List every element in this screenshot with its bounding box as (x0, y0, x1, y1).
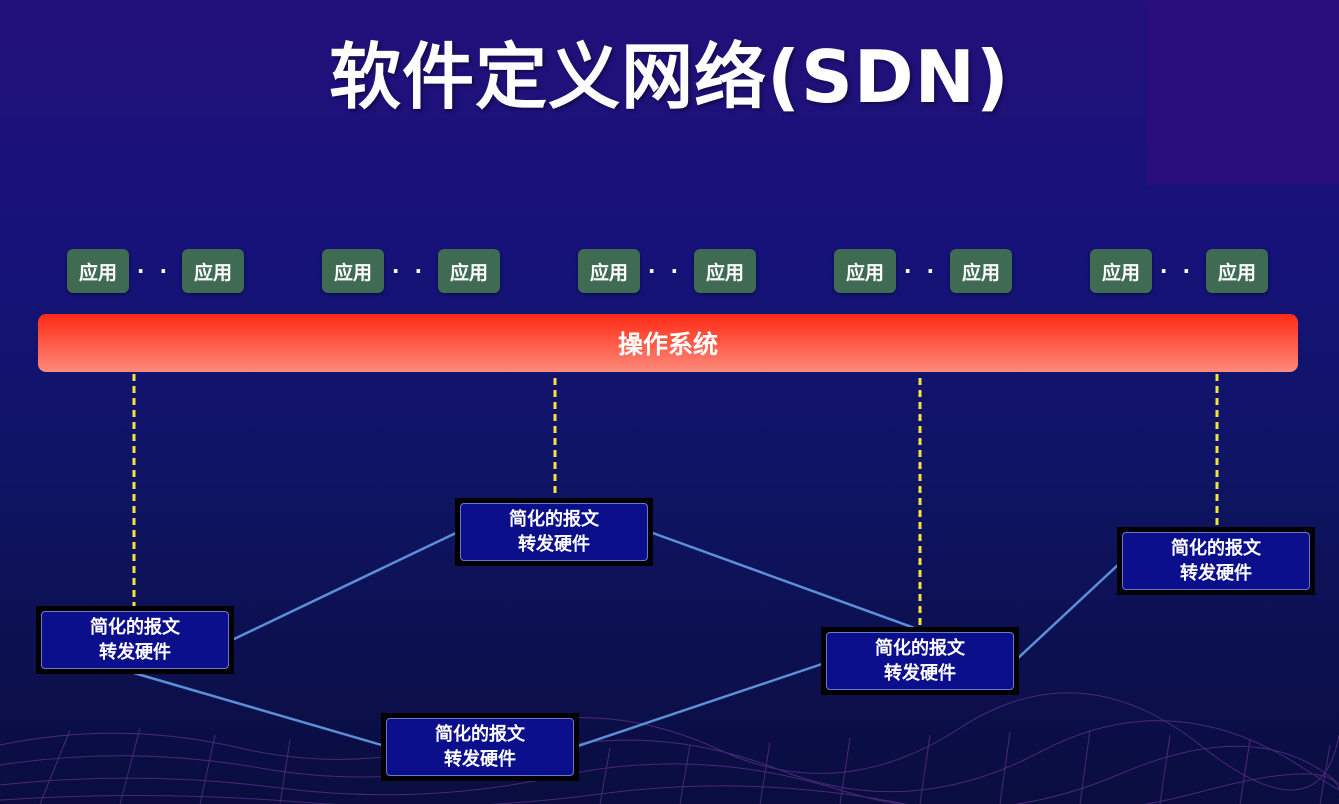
forwarding-hardware-node: 简化的报文 转发硬件 (455, 498, 653, 566)
hardware-label-line1: 简化的报文 (509, 509, 599, 530)
app-box: 应用 (578, 249, 640, 293)
hardware-label-line1: 简化的报文 (1171, 538, 1261, 559)
ellipsis: · · (1159, 259, 1195, 283)
hardware-label-line2: 转发硬件 (884, 663, 956, 684)
slide-title: 软件定义网络(SDN) (329, 35, 1010, 119)
data-link-4 (577, 661, 826, 748)
app-box: 应用 (322, 249, 384, 293)
data-link-2 (649, 530, 921, 632)
app-box: 应用 (834, 249, 896, 293)
ellipsis: · · (903, 259, 939, 283)
forwarding-hardware-node: 简化的报文 转发硬件 (36, 606, 234, 674)
hardware-label-line1: 简化的报文 (90, 617, 180, 638)
app-box: 应用 (694, 249, 756, 293)
app-box: 应用 (438, 249, 500, 293)
ellipsis: · · (136, 259, 172, 283)
operating-system-label: 操作系统 (617, 330, 718, 359)
control-links (132, 374, 1219, 630)
hardware-label-line2: 转发硬件 (1180, 563, 1252, 584)
data-link-3 (133, 671, 386, 748)
data-link-1 (231, 530, 459, 642)
app-box: 应用 (182, 249, 244, 293)
app-box: 应用 (67, 249, 129, 293)
operating-system-bar: 操作系统 (38, 314, 1298, 372)
forwarding-hardware-node: 简化的报文 转发硬件 (821, 627, 1019, 695)
data-links (133, 530, 1121, 748)
corner-decoration (1147, 0, 1339, 185)
wireframe-terrain (0, 692, 1339, 804)
ellipsis: · · (391, 259, 427, 283)
ellipsis: · · (647, 259, 683, 283)
hardware-label-line1: 简化的报文 (875, 638, 965, 659)
hardware-label-line2: 转发硬件 (444, 749, 516, 770)
app-box: 应用 (1090, 249, 1152, 293)
forwarding-hardware-node: 简化的报文 转发硬件 (381, 713, 579, 781)
data-link-5 (1015, 562, 1121, 661)
hardware-label-line1: 简化的报文 (435, 724, 525, 745)
forwarding-hardware-node: 简化的报文 转发硬件 (1117, 527, 1315, 595)
app-box: 应用 (1206, 249, 1268, 293)
hardware-label-line2: 转发硬件 (99, 642, 171, 663)
app-box: 应用 (950, 249, 1012, 293)
hardware-label-line2: 转发硬件 (518, 534, 590, 555)
